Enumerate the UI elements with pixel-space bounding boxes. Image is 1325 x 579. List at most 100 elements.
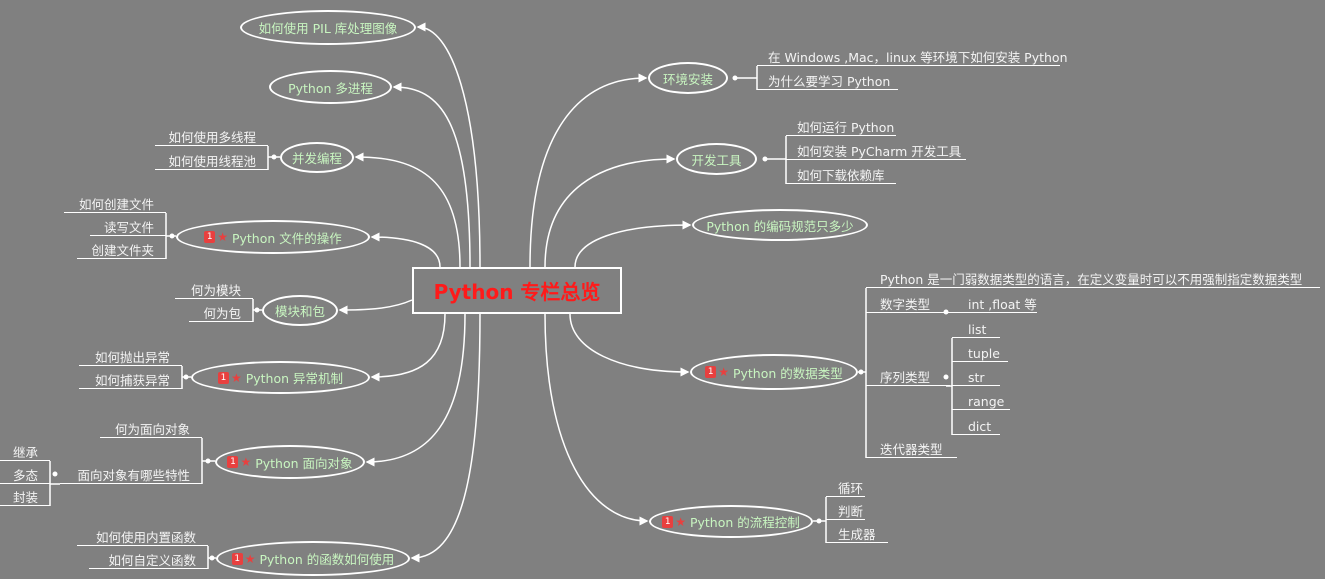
leaf-sequence-item[interactable]: range [952,395,1010,410]
leaf-sequence-item[interactable]: str [952,371,1000,386]
node-types[interactable]: 1★Python 的数据类型 [690,354,858,390]
leaf-label: 多态 [12,468,38,483]
node-style[interactable]: Python 的编码规范只多少 [692,209,868,241]
node-pil[interactable]: 如何使用 PIL 库处理图像 [240,10,416,45]
leaf-numeric[interactable]: 数字类型 int ,float 等 [866,298,1037,313]
leaf-label: 如何安装 PyCharm 开发工具 [797,144,962,159]
node-oop[interactable]: 1★Python 面向对象 [215,445,365,479]
node-label: Python 文件的操作 [231,230,342,246]
leaf-label: dict [968,419,992,434]
leaf-item[interactable]: 判断 [826,505,865,520]
leaf-item[interactable]: 如何自定义函数 [89,554,208,569]
leaf-label: tuple [968,346,1000,361]
leaf-sequence-item[interactable]: list [952,323,1000,338]
leaf-label: 如何抛出异常 [94,350,170,365]
leaf-label: 判断 [838,504,864,519]
leaf-item[interactable]: 循环 [826,482,865,497]
leaf-feature[interactable]: 多态 [0,469,50,484]
priority-badge: 1 [231,552,243,565]
leaf-item[interactable]: 在 Windows ,Mac，linux 等环境下如何安装 Python [757,51,1068,66]
leaf-sequence[interactable]: 序列类型 [866,371,950,386]
leaf-label: 读写文件 [103,220,154,235]
leaf-item[interactable]: 何为面向对象 [100,423,202,438]
node-module[interactable]: 模块和包 [262,295,338,326]
leaf-feature[interactable]: 封装 [0,491,50,506]
leaf-item[interactable]: 何为模块 [175,284,253,299]
leaf-label: 为什么要学习 Python [768,74,891,89]
leaf-label: 创建文件夹 [91,243,154,258]
priority-badge: 1 [662,515,674,528]
leaf-label: range [968,394,1005,409]
node-function[interactable]: 1★Python 的函数如何使用 [216,541,410,576]
leaf-item[interactable]: 如何使用内置函数 [77,531,208,546]
leaf-label: 继承 [12,445,38,460]
node-flow[interactable]: 1★Python 的流程控制 [649,505,813,538]
leaf-item[interactable]: 如何使用多线程 [155,131,268,146]
leaf-label: 如何下载依赖库 [797,168,885,183]
leaf-item[interactable]: 如何运行 Python [786,121,896,136]
leaf-item[interactable]: 面向对象有哪些特性 [60,469,202,484]
star-icon: ★ [230,370,242,385]
leaf-item[interactable]: 如何安装 PyCharm 开发工具 [786,145,966,160]
node-label: 开发工具 [691,152,742,168]
leaf-label: 序列类型 [880,370,931,385]
leaf-item[interactable]: 如何创建文件 [64,198,166,213]
leaf-item[interactable]: 为什么要学习 Python [757,75,898,90]
priority-badge: 1 [227,456,239,468]
leaf-label: 面向对象有哪些特性 [77,468,190,483]
leaf-label: 如何使用内置函数 [95,530,196,545]
star-icon: ★ [244,551,256,566]
leaf-label: 如何自定义函数 [108,553,196,568]
leaf-feature[interactable]: 继承 [0,446,50,461]
leaf-label: 何为面向对象 [114,422,190,437]
node-multiprocess[interactable]: Python 多进程 [269,70,392,104]
leaf-label: 迭代器类型 [880,442,943,457]
star-icon: ★ [675,514,686,529]
leaf-sequence-item[interactable]: tuple [952,347,1008,362]
star-icon: ★ [217,230,228,244]
leaf-label: 如何捕获异常 [94,373,170,388]
leaf-label: 何为包 [203,306,241,321]
central-topic[interactable]: Python 专栏总览 [412,267,622,314]
node-file[interactable]: 1★Python 文件的操作 [176,220,370,254]
leaf-label: Python 是一门弱数据类型的语言，在定义变量时可以不用强制指定数据类型 [880,272,1303,287]
leaf-label: 如何创建文件 [78,197,154,212]
leaf-label: 如何运行 Python [797,120,895,135]
leaf-label: 封装 [12,490,38,505]
leaf-item[interactable]: 如何抛出异常 [79,351,182,366]
priority-badge: 1 [204,231,216,243]
leaf-item[interactable]: 何为包 [189,307,253,322]
leaf-item[interactable]: 创建文件夹 [77,244,166,259]
leaf-numeric-detail: int ,float 等 [968,297,1037,312]
leaf-item[interactable]: 如何使用线程池 [155,155,268,170]
leaf-types-intro[interactable]: Python 是一门弱数据类型的语言，在定义变量时可以不用强制指定数据类型 [866,273,1320,288]
node-label: Python 的编码规范只多少 [706,218,854,234]
leaf-sequence-item[interactable]: dict [952,420,1000,435]
node-label: 并发编程 [291,151,342,166]
node-exception[interactable]: 1★Python 异常机制 [191,361,370,394]
leaf-label: 数字类型 [880,297,931,312]
node-concurrency[interactable]: 并发编程 [280,142,354,173]
node-label: 如何使用 PIL 库处理图像 [258,21,398,36]
leaf-item[interactable]: 生成器 [826,528,888,543]
star-icon: ★ [718,365,729,379]
node-tools[interactable]: 开发工具 [676,143,757,175]
node-label: Python 多进程 [288,80,373,96]
node-label: 环境安装 [662,71,713,87]
leaf-label: 如何使用多线程 [168,130,256,145]
leaf-label: 如何使用线程池 [168,154,256,169]
node-env[interactable]: 环境安装 [648,62,728,94]
leaf-iterator[interactable]: 迭代器类型 [866,443,957,458]
priority-badge: 1 [217,371,229,384]
leaf-item[interactable]: 如何下载依赖库 [786,169,896,184]
node-label: Python 面向对象 [255,455,353,471]
leaf-item[interactable]: 读写文件 [90,221,166,236]
leaf-item[interactable]: 如何捕获异常 [79,374,182,389]
leaf-label: str [968,370,985,385]
node-label: 模块和包 [274,304,325,319]
node-label: Python 的数据类型 [732,365,843,381]
leaf-label: 循环 [838,481,864,496]
leaf-label: 在 Windows ,Mac，linux 等环境下如何安装 Python [768,50,1068,65]
leaf-label: 何为模块 [190,283,241,298]
